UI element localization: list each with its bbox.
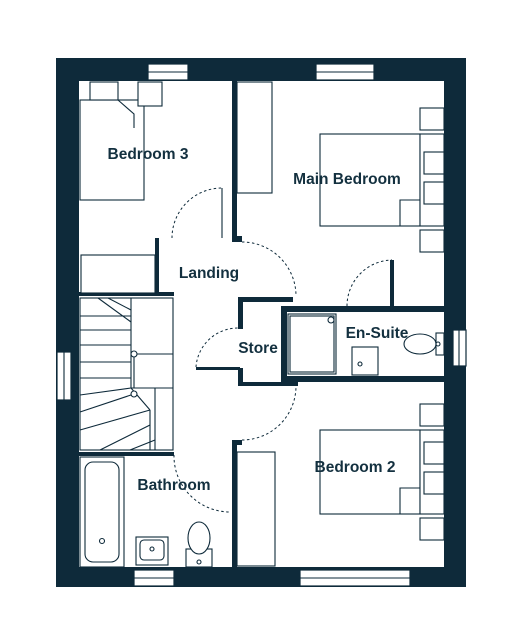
bed-bedroom-2 [319,429,421,515]
door-main-bedroom [241,241,297,297]
door-store [195,327,239,368]
basin-en-suite [351,346,379,376]
toilet-bathroom [185,521,213,568]
door-bedroom-3 [171,187,223,239]
bedroom-3-furniture [79,81,163,294]
windows [56,63,467,587]
staircase [79,297,174,451]
label-bedroom-2: Bedroom 2 [315,459,396,476]
internal-walls [79,81,444,567]
main-bedroom-furniture [236,81,445,253]
window-bedroom-2 [299,569,411,587]
label-landing: Landing [179,265,239,282]
wardrobe-bedroom-2 [236,451,276,567]
door-en-suite [346,259,393,307]
room-labels: Bedroom 3 Main Bedroom Landing Store En-… [108,146,409,494]
left-wall [56,58,79,587]
right-wall [444,58,466,587]
door-bathroom [173,454,231,513]
window-bedroom-3 [147,63,189,81]
door-bedroom-2 [241,385,297,441]
top-wall [56,58,466,81]
window-stairs [56,351,72,401]
door-swings [171,187,393,513]
bedroom-2-furniture [236,403,445,567]
window-bathroom [133,569,175,587]
nightstand [137,81,163,107]
label-main-bedroom: Main Bedroom [293,171,401,188]
toilet-en-suite [403,332,445,356]
wardrobe-bedroom-3 [80,254,156,294]
bed-main [319,133,421,227]
label-en-suite: En-Suite [346,325,409,342]
wardrobe-main [236,81,273,194]
window-en-suite [452,329,467,367]
label-store: Store [238,340,278,357]
bed-bedroom-3 [79,99,145,201]
bathroom-fixtures [79,456,213,568]
window-main-bedroom [315,63,375,81]
label-bathroom: Bathroom [137,477,210,494]
en-suite-fixtures [287,313,445,376]
label-bedroom-3: Bedroom 3 [108,146,189,163]
